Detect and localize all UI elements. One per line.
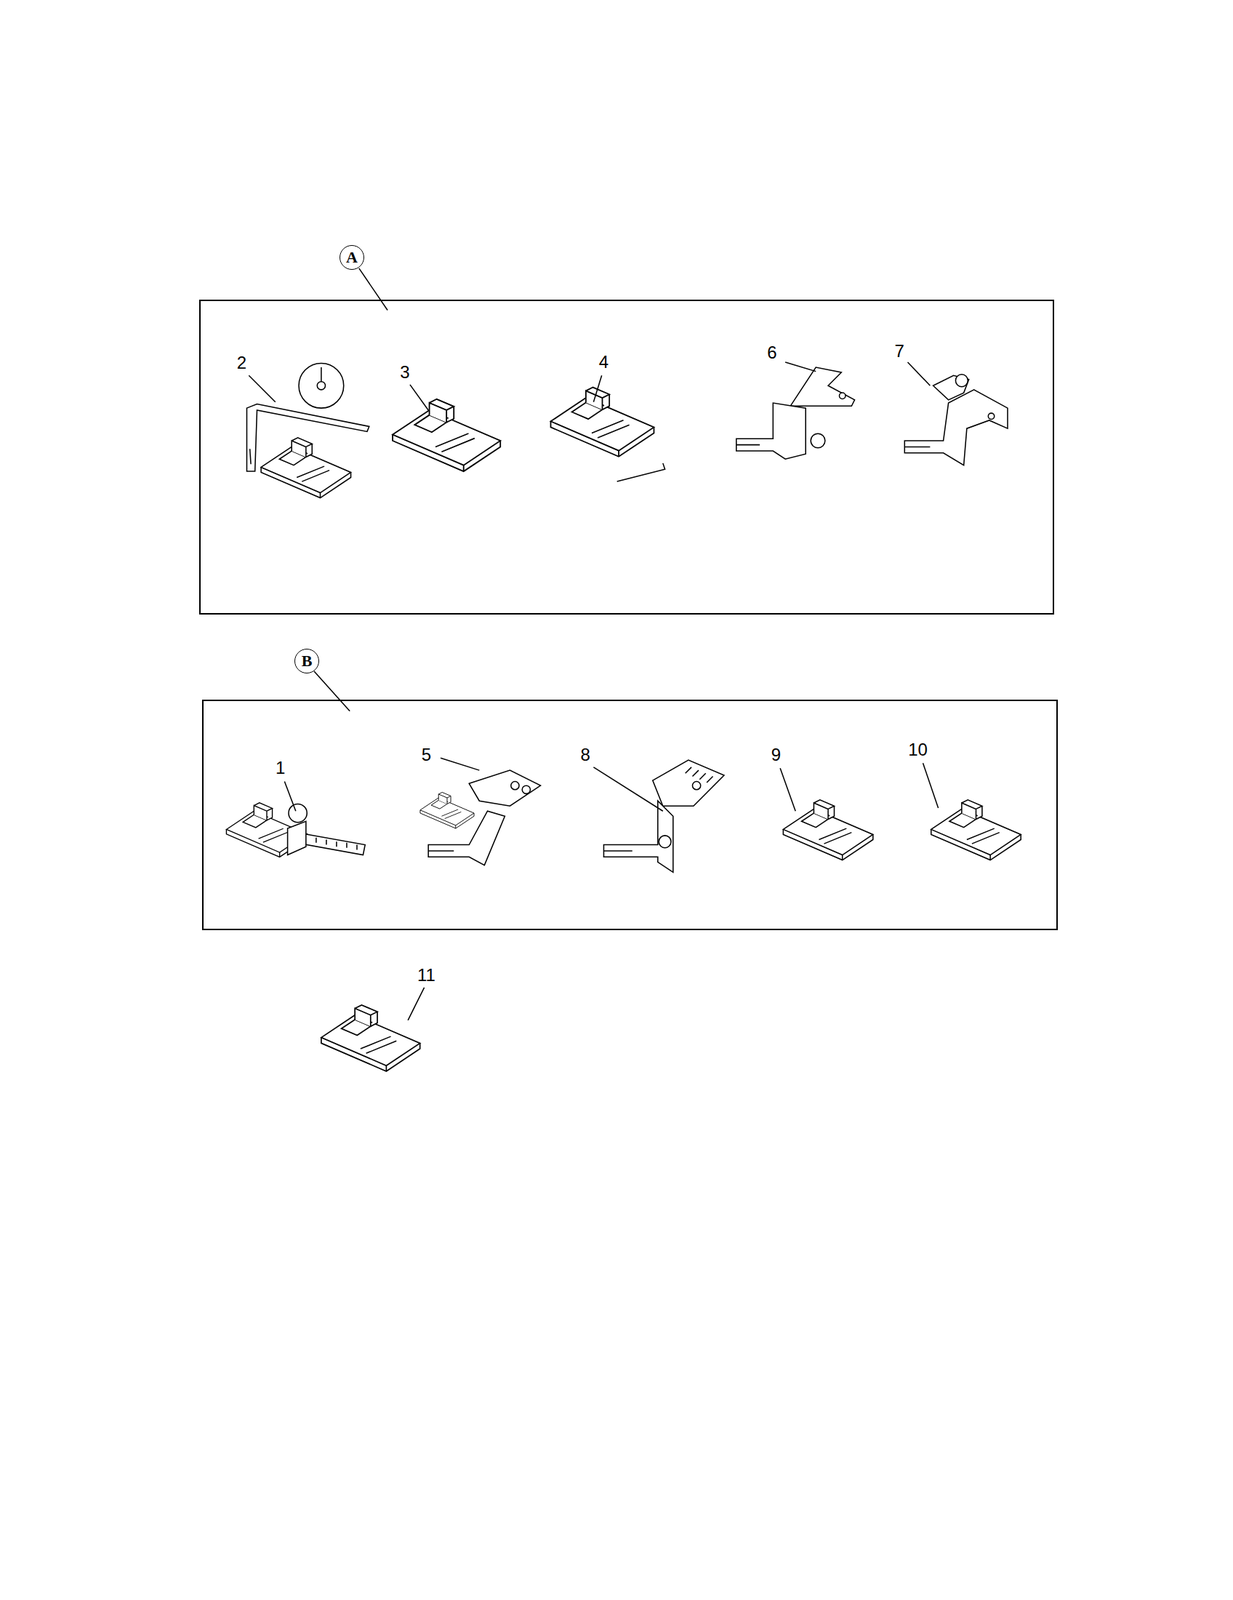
callout-number: 1 (274, 758, 287, 778)
group-letter: A (339, 245, 365, 270)
callout-number: 10 (906, 740, 930, 759)
callout-number: 7 (893, 341, 906, 361)
slot (250, 448, 251, 464)
screw (521, 785, 530, 794)
leader-line (907, 362, 930, 386)
slot (904, 446, 930, 448)
presser-foot (226, 802, 307, 857)
presser-foot (392, 399, 501, 472)
screw (511, 781, 520, 790)
presser-foot (782, 799, 873, 861)
slot (428, 849, 454, 852)
guide-blade (790, 367, 855, 406)
presser-foot (551, 387, 655, 457)
scale-plate (652, 759, 725, 806)
leader-line (593, 766, 663, 811)
leader-line (284, 781, 296, 812)
leader-line (248, 375, 275, 402)
spool (298, 362, 344, 408)
spool-line (320, 367, 323, 382)
screw (692, 781, 701, 790)
callout-number: 11 (415, 965, 437, 985)
bracket (736, 402, 806, 459)
top-block (468, 769, 541, 806)
presser-foot (931, 799, 1021, 861)
callout-number: 8 (579, 745, 592, 765)
bracket (428, 810, 505, 865)
leader-line (923, 762, 939, 808)
group-box: B (202, 699, 1058, 930)
spool-hub (316, 381, 325, 390)
leader-line (780, 767, 796, 811)
hole (987, 412, 994, 419)
group-letter: B (294, 648, 320, 674)
callout-number: 6 (765, 343, 778, 363)
leader-line (410, 384, 429, 411)
ticks (685, 766, 714, 783)
clamp (287, 820, 307, 855)
hole (839, 392, 846, 399)
slot (736, 444, 760, 446)
guide (617, 463, 666, 482)
callout-number: 9 (769, 745, 783, 765)
parts-drawing (226, 268, 1021, 1071)
presser-foot (420, 791, 475, 829)
group-leader (359, 268, 388, 311)
knob (288, 803, 307, 822)
slot (603, 849, 632, 852)
group-box: A (199, 299, 1055, 615)
callout-number: 3 (398, 362, 411, 382)
presser-foot (260, 437, 351, 498)
ticks (316, 837, 357, 850)
screw (955, 374, 968, 387)
leader-line (785, 362, 816, 372)
callout-number: 4 (597, 352, 610, 372)
bracket (603, 800, 673, 872)
presser-foot (321, 1004, 421, 1071)
leader-line (440, 757, 480, 770)
screw (658, 835, 672, 848)
leader-line (407, 987, 424, 1020)
bracket (904, 389, 1008, 466)
group-leader (314, 671, 350, 712)
callout-number: 2 (235, 353, 248, 373)
screw (810, 433, 826, 448)
leader-line (593, 375, 602, 402)
callout-number: 5 (420, 745, 433, 765)
